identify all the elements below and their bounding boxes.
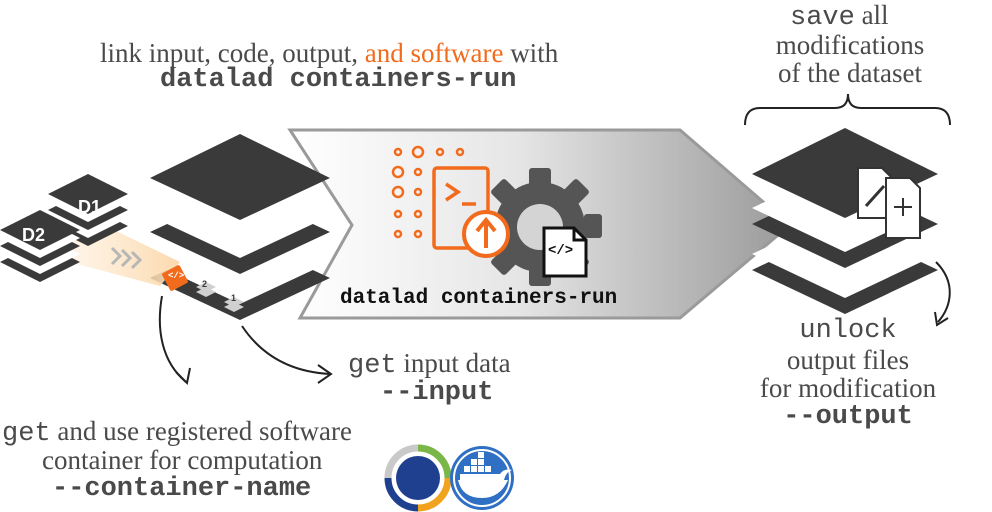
trail-chevrons	[110, 246, 143, 270]
singularity-logo-icon	[384, 444, 452, 512]
run-up-arrow-icon	[462, 210, 510, 258]
subdataset-d1	[48, 174, 128, 246]
output-caption-line3: for modification	[759, 373, 937, 403]
output-flag: --output	[783, 402, 913, 432]
layers-badge-1	[224, 297, 244, 312]
save-caption-line2: modifications	[775, 30, 925, 60]
input-caption-line1: get input data	[348, 350, 511, 380]
code-file-icon	[542, 226, 588, 278]
code-badge	[162, 265, 188, 291]
container-name-flag: --container-name	[52, 474, 312, 504]
badge-2-label: 2	[202, 279, 208, 289]
top-caption-line1: link input, code, output, and software w…	[100, 40, 558, 67]
save-brace	[744, 93, 951, 126]
input-caption-text: input data	[403, 348, 511, 378]
top-caption-command: datalad containers-run	[160, 65, 517, 95]
terminal-icon	[432, 166, 490, 250]
d1-label: D1	[78, 197, 102, 217]
top-caption-highlight: and software	[364, 38, 504, 68]
code-file-label: </>	[548, 243, 574, 259]
container-caption-line2: container for computation	[42, 445, 323, 475]
subdataset-d2	[0, 210, 80, 282]
save-command: save	[790, 3, 855, 33]
save-caption-rest: all	[861, 0, 889, 30]
code-badge-label: </>	[168, 271, 185, 281]
badge-1-label: 1	[231, 293, 237, 303]
docker-logo-icon	[450, 446, 514, 510]
output-caption-line2: output files	[786, 345, 910, 375]
top-caption-prefix: link input, code, output,	[100, 38, 358, 68]
input-get-command: get	[348, 351, 397, 381]
unlock-command: unlock	[799, 316, 897, 346]
save-caption-line1: save all	[790, 2, 889, 32]
container-caption-line1: get and use registered software	[2, 418, 352, 448]
dot-grid-icon	[391, 145, 465, 239]
input-flag: --input	[380, 378, 494, 408]
container-get-command: get	[2, 419, 51, 449]
layers-badge-2	[196, 282, 216, 297]
save-caption-line3: of the dataset	[778, 58, 922, 88]
top-caption-suffix: with	[510, 38, 559, 68]
new-file-icon	[885, 177, 921, 239]
input-dataset-stack	[150, 134, 330, 320]
arrow-label: datalad containers-run	[340, 287, 618, 310]
container-curve-arrow	[158, 295, 187, 383]
input-curve-arrow	[241, 325, 331, 375]
output-curve-arrow	[935, 261, 951, 323]
d2-label: D2	[22, 225, 46, 245]
container-caption-rest: and use registered software	[57, 416, 352, 446]
